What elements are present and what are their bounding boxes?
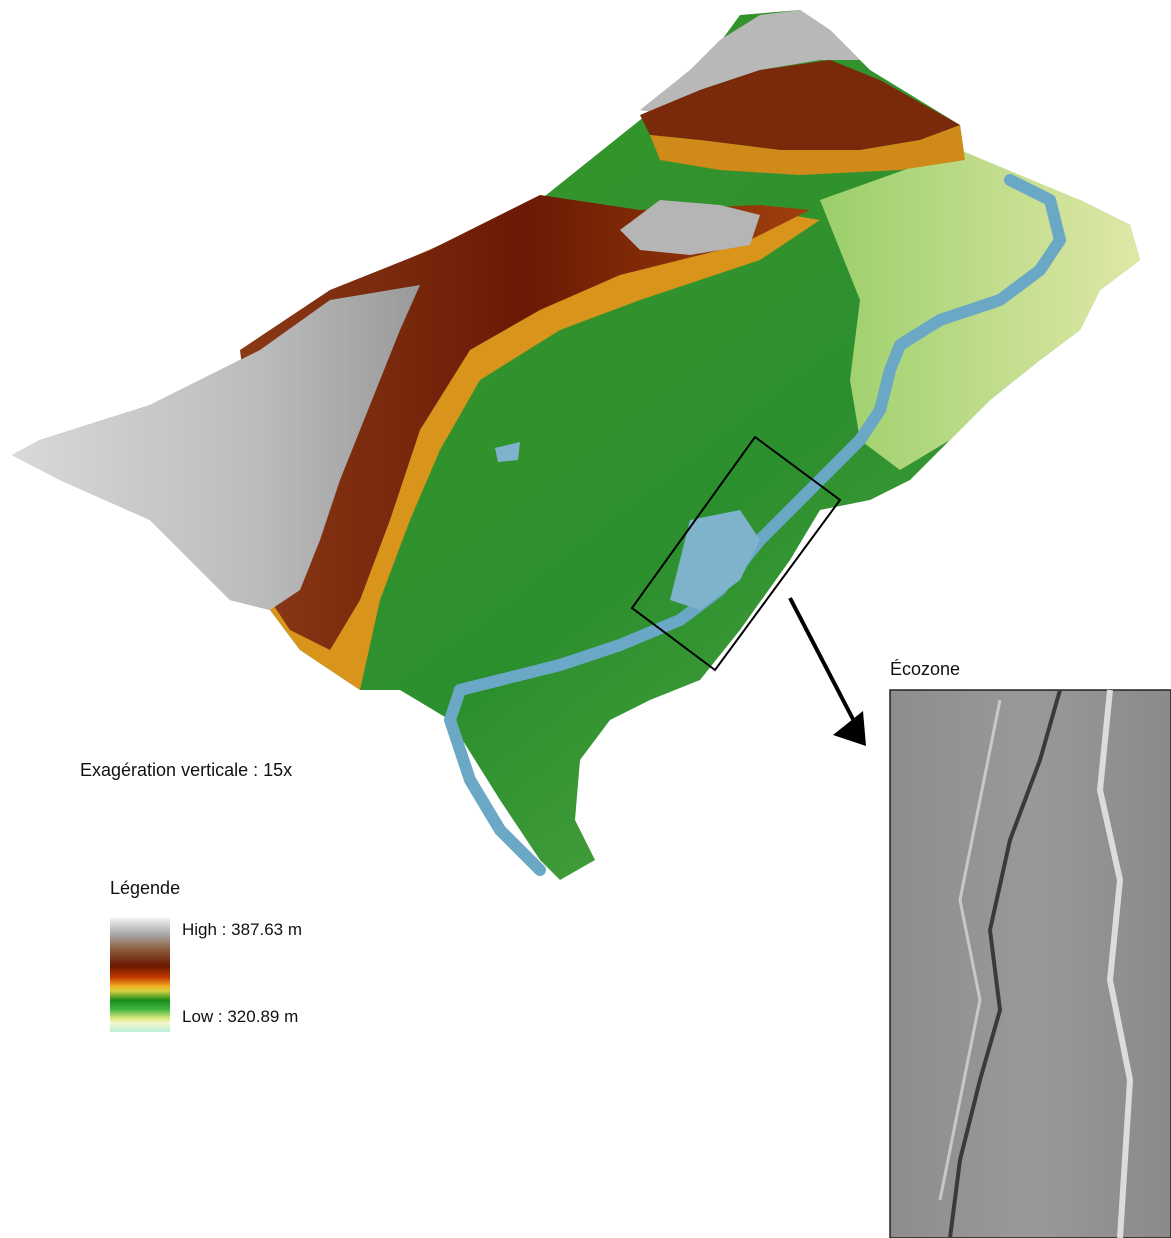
ecozone-inset [889, 689, 1171, 1238]
mountain-gray-center [620, 200, 760, 255]
inset-ridge [1096, 689, 1134, 1238]
legend-title: Légende [110, 878, 181, 898]
arrow-head-icon [833, 711, 866, 746]
slope-orange-top [650, 125, 965, 175]
river [454, 174, 1066, 696]
vertical-exaggeration-label: Exagération verticale : 15x [80, 760, 293, 780]
legend-color-ramp [110, 918, 170, 1032]
inset-channel [948, 689, 1062, 1238]
inset-terrace [938, 699, 1002, 1201]
pond [495, 442, 520, 462]
river-lower [444, 684, 546, 876]
mountain-gray-left [12, 285, 420, 610]
arrow-line [788, 597, 858, 726]
marsh [670, 510, 760, 610]
inset-title: Écozone [890, 659, 961, 679]
mountain-gray-top [640, 10, 860, 115]
ridge-brown-top [640, 60, 960, 150]
legend-low-label: Low : 320.89 m [182, 1007, 299, 1026]
legend-high-label: High : 387.63 m [182, 920, 303, 939]
ecozone-rectangle [630, 435, 842, 672]
